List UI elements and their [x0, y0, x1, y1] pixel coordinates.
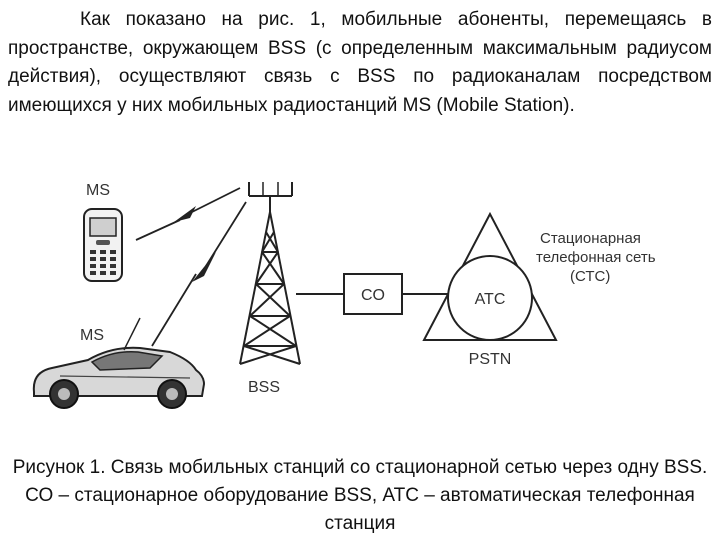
car-icon: [32, 317, 206, 409]
ms-car-label: MS: [80, 327, 104, 344]
network-label-line2: телефонная сеть: [536, 249, 656, 266]
antenna-icon: [248, 182, 293, 212]
pstn-label: PSTN: [469, 351, 512, 368]
radio-link-phone-icon: [135, 187, 241, 241]
network-label-line3: (СТС): [570, 268, 610, 285]
atc-circle: [447, 255, 533, 341]
ms-phone-label: MS: [86, 182, 110, 199]
radio-link-car-icon: [151, 201, 247, 347]
figure-caption: Рисунок 1. Связь мобильных станций со ст…: [12, 457, 708, 534]
network-label-line1: Стационарная: [540, 230, 641, 247]
bss-label: BSS: [248, 379, 280, 396]
mobile-phone-icon: [83, 208, 123, 282]
bss-tower-icon: [239, 211, 301, 365]
intro-paragraph: Как показано на рис. 1, мобильные абонен…: [8, 9, 712, 116]
co-label: CO: [361, 287, 385, 304]
atc-label: АТС: [475, 291, 506, 308]
co-box: [343, 273, 403, 315]
